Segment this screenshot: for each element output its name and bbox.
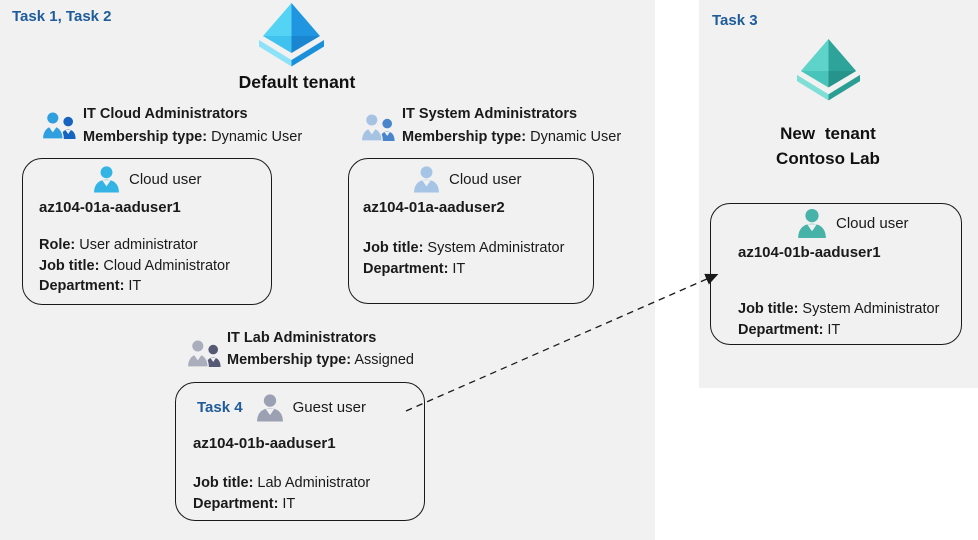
user-card-aaduser1: Cloud user az104-01a-aaduser1 Role:User … (22, 158, 272, 305)
membership-value: Dynamic User (530, 129, 622, 145)
default-tenant-region (0, 0, 655, 540)
field-value: IT (827, 321, 841, 338)
field-job-title: Job title:Lab Administrator (193, 473, 370, 494)
field-department: Department:IT (193, 494, 370, 515)
new-tenant-icon (796, 38, 861, 101)
task-4-label: Task 4 (197, 399, 243, 416)
field-job-title: Job title:System Administrator (363, 238, 564, 259)
user-type-label: Cloud user (129, 170, 202, 188)
lab-admins-membership: Membership type: Assigned (227, 352, 414, 368)
new-tenant-user-card: Cloud user az104-01b-aaduser1 Job title:… (710, 203, 962, 345)
membership-label: Membership type: (227, 352, 352, 368)
field-value: User administrator (79, 237, 198, 253)
field-value: IT (128, 278, 142, 294)
new-tenant-title-line1: New tenant (780, 124, 876, 143)
user-type-label: Guest user (292, 399, 366, 416)
user-card-aaduser2: Cloud user az104-01a-aaduser2 Job title:… (348, 158, 594, 304)
field-value: IT (282, 495, 296, 512)
username: az104-01a-aaduser1 (39, 199, 181, 216)
field-label: Job title: (738, 301, 799, 317)
field-value: System Administrator (802, 301, 940, 317)
field-department: Department:IT (363, 259, 564, 280)
system-admins-membership: Membership type: Dynamic User (402, 129, 621, 145)
task-3-label: Task 3 (712, 12, 758, 29)
field-department: Department:IT (39, 276, 230, 297)
cloud-admins-group-icon (42, 111, 76, 139)
cloud-admins-membership: Membership type: Dynamic User (83, 129, 302, 145)
field-department: Department:IT (738, 320, 939, 341)
field-label: Department: (363, 260, 449, 277)
cloud-user-icon (94, 166, 119, 193)
cloud-admins-group-name: IT Cloud Administrators (83, 106, 248, 122)
field-job-title: Job title:Cloud Administrator (39, 256, 230, 277)
field-value: System Administrator (427, 240, 565, 256)
field-label: Job title: (363, 240, 424, 256)
field-label: Job title: (193, 475, 254, 491)
field-label: Department: (39, 278, 125, 294)
membership-value: Dynamic User (211, 129, 303, 145)
field-label: Job title: (39, 257, 100, 274)
membership-value: Assigned (354, 352, 414, 368)
field-value: Cloud Administrator (103, 257, 230, 274)
field-role: Role:User administrator (39, 235, 230, 256)
default-tenant-title: Default tenant (238, 72, 356, 92)
user-type-label: Cloud user (836, 214, 909, 232)
field-label: Department: (738, 321, 824, 338)
guest-user-card-aaduser1: Task 4 Guest user az104-01b-aaduser1 Job… (175, 382, 425, 521)
lab-admins-group-icon (187, 339, 221, 367)
cloud-user-icon (798, 209, 826, 238)
task-1-2-label: Task 1, Task 2 (12, 8, 112, 25)
username: az104-01b-aaduser1 (193, 435, 336, 452)
azure-ad-tenant-icon (259, 3, 324, 67)
membership-label: Membership type: (83, 129, 208, 145)
user-type-label: Cloud user (449, 170, 522, 188)
system-admins-group-icon (361, 113, 395, 141)
guest-user-icon (256, 394, 283, 422)
cloud-user-icon (414, 166, 439, 193)
membership-label: Membership type: (402, 129, 527, 145)
username: az104-01a-aaduser2 (363, 199, 505, 216)
username: az104-01b-aaduser1 (738, 244, 881, 261)
field-label: Role: (39, 237, 76, 253)
field-job-title: Job title:System Administrator (738, 299, 939, 320)
system-admins-group-name: IT System Administrators (402, 106, 578, 122)
field-value: Lab Administrator (257, 475, 371, 491)
lab-admins-group-name: IT Lab Administrators (227, 330, 377, 346)
field-label: Department: (193, 495, 279, 512)
field-value: IT (452, 260, 466, 277)
new-tenant-title-line2: Contoso Lab (776, 149, 880, 168)
